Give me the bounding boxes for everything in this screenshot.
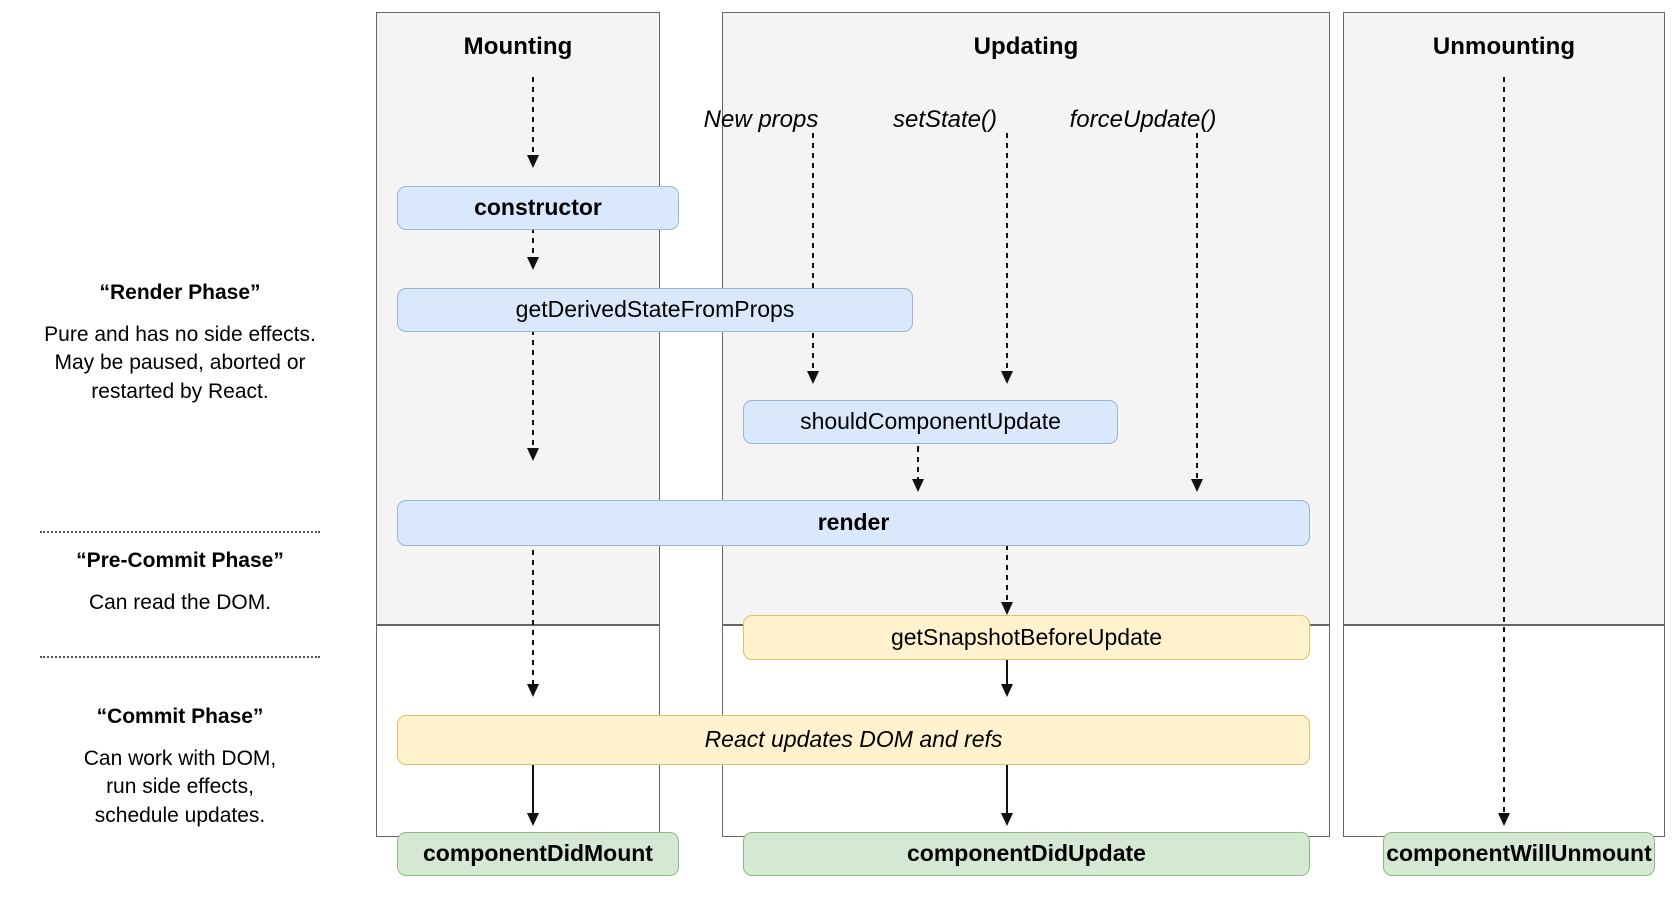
node-get-derived-state-from-props[interactable]: getDerivedStateFromProps: [397, 288, 913, 332]
node-should-component-update[interactable]: shouldComponentUpdate: [743, 400, 1118, 444]
node-render[interactable]: render: [397, 500, 1310, 546]
phase-heading-pre-commit: “Pre-Commit Phase”: [76, 549, 284, 572]
phase-legend-render: “Render Phase” Pure and has no side effe…: [20, 281, 340, 406]
column-title-mounting: Mounting: [463, 33, 573, 60]
legend-divider-top: [40, 531, 320, 533]
node-react-updates-dom-and-refs: React updates DOM and refs: [397, 715, 1310, 765]
column-title-unmounting: Unmounting: [1432, 33, 1576, 60]
node-component-will-unmount[interactable]: componentWillUnmount: [1383, 832, 1655, 876]
phase-description-pre-commit: Can read the DOM.: [88, 591, 272, 614]
node-constructor[interactable]: constructor: [397, 186, 679, 230]
phase-heading-commit: “Commit Phase”: [96, 705, 264, 728]
trigger-set-state: setState(): [892, 106, 998, 133]
phase-heading-render: “Render Phase”: [99, 281, 261, 304]
trigger-force-update: forceUpdate(): [1069, 106, 1217, 133]
node-get-snapshot-before-update[interactable]: getSnapshotBeforeUpdate: [743, 615, 1310, 660]
node-component-did-update[interactable]: componentDidUpdate: [743, 832, 1310, 876]
node-component-did-mount[interactable]: componentDidMount: [397, 832, 679, 876]
column-title-updating: Updating: [973, 33, 1079, 60]
legend-divider-bottom: [40, 656, 320, 658]
phase-description-render: Pure and has no side effects. May be pau…: [44, 323, 316, 403]
trigger-new-props: New props: [703, 106, 819, 133]
phase-legend-commit: “Commit Phase” Can work with DOM, run si…: [20, 705, 340, 830]
phase-legend-pre-commit: “Pre-Commit Phase” Can read the DOM.: [20, 549, 340, 617]
phase-description-commit: Can work with DOM, run side effects, sch…: [83, 747, 277, 827]
